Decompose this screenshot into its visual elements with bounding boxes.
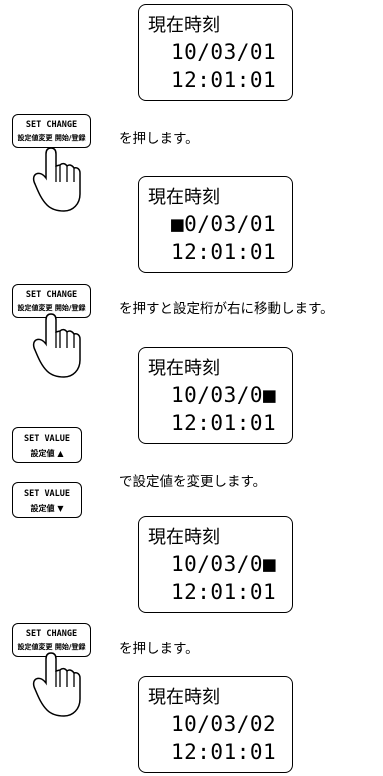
set-value-up-button[interactable]: SET VALUE 設定値 ▲ (12, 427, 82, 463)
lcd-date: 10/03/01 (171, 40, 277, 64)
lcd-time: 12:01:01 (171, 68, 277, 92)
lcd-time: 12:01:01 (171, 580, 277, 604)
button-label-secondary: 設定値 ▼ (30, 504, 64, 513)
lcd-title: 現在時刻 (148, 15, 220, 36)
lcd-title: 現在時刻 (148, 358, 220, 379)
set-value-down-button[interactable]: SET VALUE 設定値 ▼ (12, 482, 82, 518)
lcd-display-cursor-first-digit: 現在時刻 ■0/03/01 12:01:01 (138, 176, 293, 273)
pointing-hand-icon (32, 652, 81, 717)
instruction-step-1: を押します。 (119, 131, 199, 147)
lcd-title: 現在時刻 (148, 687, 220, 708)
button-label-secondary: 設定値変更 開始/登録 (17, 304, 86, 312)
lcd-date: 10/03/0■ (171, 383, 277, 407)
lcd-display-updated: 現在時刻 10/03/02 12:01:01 (138, 676, 293, 773)
lcd-time: 12:01:01 (171, 240, 277, 264)
pointing-hand-icon (32, 313, 81, 378)
lcd-date: ■0/03/01 (171, 212, 277, 236)
lcd-title: 現在時刻 (148, 527, 220, 548)
lcd-time: 12:01:01 (171, 740, 277, 764)
instruction-step-4: を押します。 (119, 641, 199, 657)
button-label-primary: SET CHANGE (25, 629, 78, 639)
lcd-title: 現在時刻 (148, 187, 220, 208)
button-label-secondary: 設定値 ▲ (30, 449, 64, 458)
lcd-display-value-editing: 現在時刻 10/03/0■ 12:01:01 (138, 516, 293, 613)
lcd-date: 10/03/0■ (171, 552, 277, 576)
button-label-primary: SET VALUE (23, 434, 71, 444)
instruction-step-3: で設定値を変更します。 (119, 474, 267, 490)
button-label-secondary: 設定値変更 開始/登録 (17, 134, 86, 142)
lcd-display-initial: 現在時刻 10/03/01 12:01:01 (138, 4, 293, 101)
set-change-button[interactable]: SET CHANGE 設定値変更 開始/登録 (12, 114, 91, 148)
button-label-primary: SET VALUE (23, 489, 71, 499)
button-label-primary: SET CHANGE (25, 120, 78, 130)
button-label-primary: SET CHANGE (25, 290, 78, 300)
instruction-step-2: を押すと設定桁が右に移動します。 (119, 301, 334, 317)
lcd-display-cursor-last-digit: 現在時刻 10/03/0■ 12:01:01 (138, 347, 293, 444)
lcd-date: 10/03/02 (171, 712, 277, 736)
button-label-secondary: 設定値変更 開始/登録 (17, 643, 86, 651)
lcd-time: 12:01:01 (171, 411, 277, 435)
pointing-hand-icon (32, 147, 81, 212)
